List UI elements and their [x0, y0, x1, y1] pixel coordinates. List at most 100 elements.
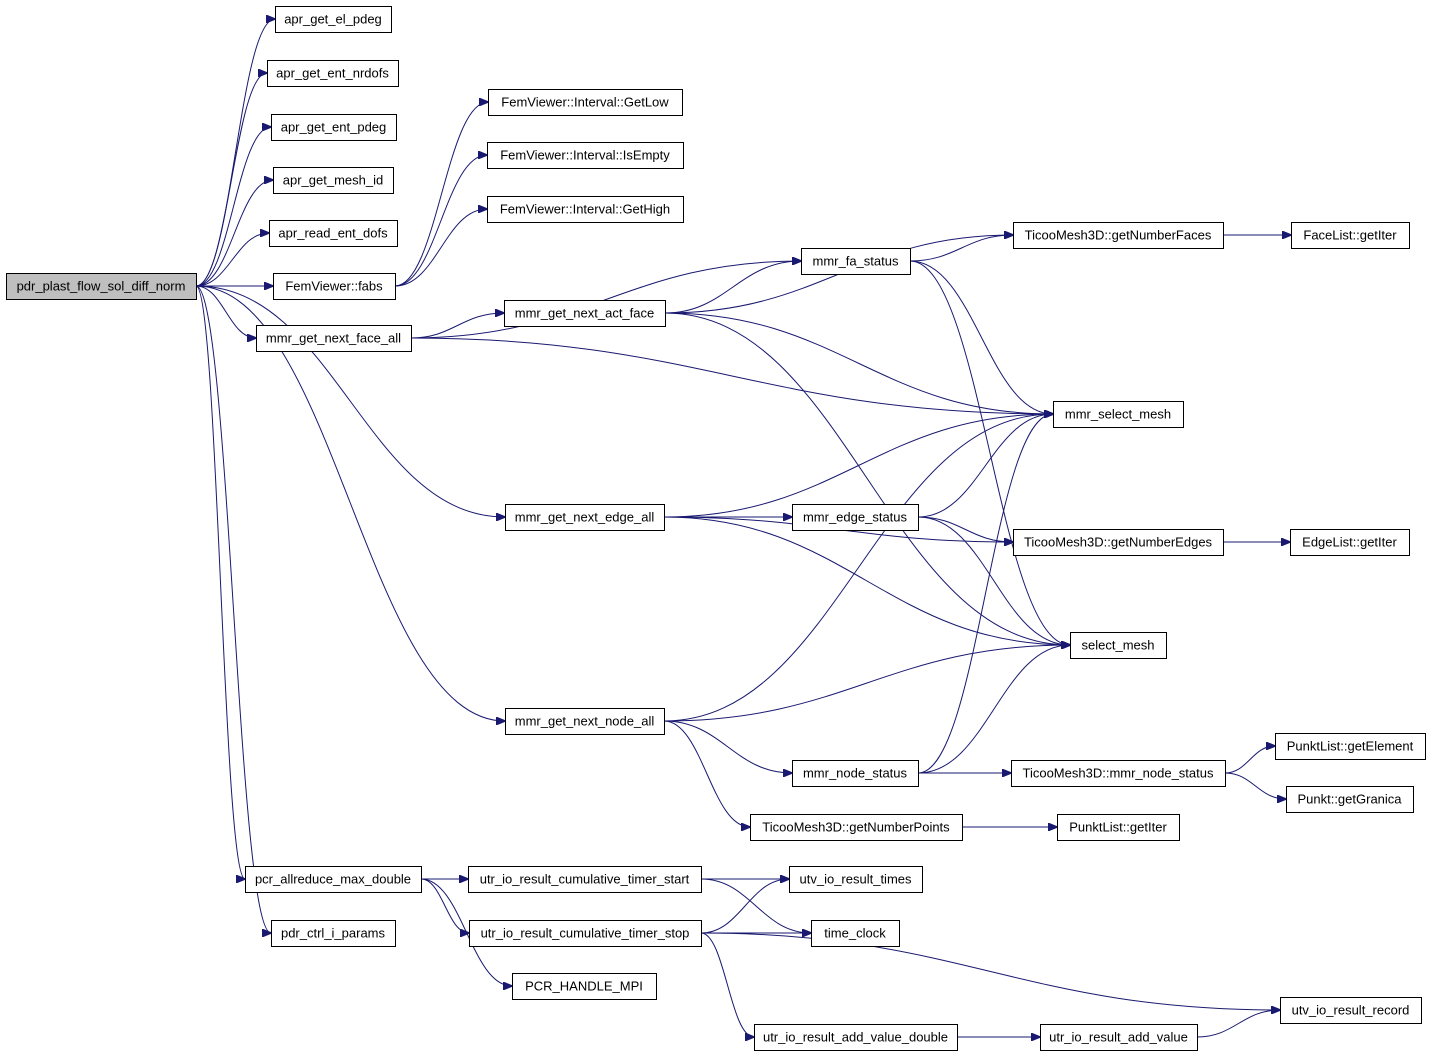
node-box [488, 89, 683, 116]
node-box [275, 6, 392, 33]
function-node-pdr-ctrl-i-params[interactable]: pdr_ctrl_i_params [271, 920, 396, 947]
edge-mmr_get_next_node_all-to-mmr_node_status [663, 720, 792, 773]
function-node-pcr-handle-mpi[interactable]: PCR_HANDLE_MPI [512, 973, 657, 1000]
edge-femviewer_fabs-to-femviewer_gethigh [394, 209, 487, 287]
node-label: EdgeList::getIter [1302, 535, 1397, 550]
edge-pcr_allreduce_max_double-to-pcr_handle_mpi [420, 878, 512, 986]
node-box [750, 814, 963, 841]
edge-pcr_allreduce_max_double-to-utr_timer_stop [420, 878, 469, 933]
node-box [1053, 401, 1184, 428]
edge-root-to-pdr_ctrl_i_params [195, 285, 271, 933]
function-node-mmr-get-next-edge-all[interactable]: mmr_get_next_edge_all [505, 504, 665, 531]
node-box [1013, 222, 1224, 249]
edge-mmr_get_next_edge_all-to-select_mesh [663, 516, 1070, 645]
function-node-mmr-get-next-act-face[interactable]: mmr_get_next_act_face [504, 300, 666, 327]
function-node-utr-add-value-double[interactable]: utr_io_result_add_value_double [754, 1024, 958, 1051]
node-box [1286, 786, 1414, 813]
node-box [792, 760, 919, 787]
node-label: mmr_get_next_node_all [515, 714, 655, 729]
edge-mmr_get_next_face_all-to-mmr_get_next_act_face [410, 313, 504, 339]
function-node-femviewer-isempty[interactable]: FemViewer::Interval::IsEmpty [487, 142, 684, 169]
function-node-utv-io-result-record[interactable]: utv_io_result_record [1280, 997, 1422, 1024]
edge-mmr_get_next_node_all-to-ticoo_getnumberpoints [663, 720, 750, 827]
function-node-ticoo-getnumberedges[interactable]: TicooMesh3D::getNumberEdges [1013, 529, 1224, 556]
function-node-punktlist-getiter[interactable]: PunktList::getIter [1057, 814, 1180, 841]
function-node-mmr-select-mesh[interactable]: mmr_select_mesh [1053, 401, 1184, 428]
node-box [6, 273, 197, 300]
function-node-punktlist-getelement[interactable]: PunktList::getElement [1275, 733, 1426, 760]
node-box [792, 504, 919, 531]
function-node-mmr-fa-status[interactable]: mmr_fa_status [801, 248, 911, 275]
node-box [269, 220, 398, 247]
edge-mmr_edge_status-to-ticoo_getnumberedges [917, 516, 1013, 542]
node-label: utv_io_result_record [1292, 1003, 1410, 1018]
function-node-ticoo-mmr-node-status[interactable]: TicooMesh3D::mmr_node_status [1011, 760, 1226, 787]
function-node-femviewer-gethigh[interactable]: FemViewer::Interval::GetHigh [487, 196, 684, 223]
node-label: PCR_HANDLE_MPI [525, 979, 643, 994]
node-label: apr_get_el_pdeg [284, 12, 382, 27]
edge-root-to-apr_get_el_pdeg [195, 19, 275, 287]
edge-mmr_get_next_node_all-to-select_mesh [663, 645, 1070, 722]
edge-root-to-apr_get_ent_nrdofs [195, 73, 267, 287]
node-label: Punkt::getGranica [1297, 792, 1402, 807]
function-node-utr-timer-start[interactable]: utr_io_result_cumulative_timer_start [468, 866, 702, 893]
node-label: mmr_get_next_act_face [515, 306, 654, 321]
function-node-apr-get-ent-pdeg[interactable]: apr_get_ent_pdeg [271, 114, 397, 141]
function-node-femviewer-fabs[interactable]: FemViewer::fabs [273, 273, 396, 300]
node-box [1013, 529, 1224, 556]
function-node-ticoo-getnumberpoints[interactable]: TicooMesh3D::getNumberPoints [750, 814, 963, 841]
function-node-utr-add-value[interactable]: utr_io_result_add_value [1040, 1024, 1198, 1051]
edge-mmr_fa_status-to-select_mesh [909, 260, 1070, 645]
node-label: mmr_get_next_edge_all [515, 510, 655, 525]
node-box [505, 708, 665, 735]
function-node-ticoo-getnumberfaces[interactable]: TicooMesh3D::getNumberFaces [1013, 222, 1224, 249]
node-box [504, 300, 666, 327]
function-node-mmr-get-next-node-all[interactable]: mmr_get_next_node_all [505, 708, 665, 735]
node-box [505, 504, 665, 531]
edge-utr_timer_stop-to-utr_add_value_double [700, 932, 754, 1037]
function-node-apr-read-ent-dofs[interactable]: apr_read_ent_dofs [269, 220, 398, 247]
node-label: FemViewer::Interval::IsEmpty [500, 148, 670, 163]
node-label: apr_read_ent_dofs [278, 226, 388, 241]
node-label: TicooMesh3D::getNumberEdges [1024, 535, 1213, 550]
function-node-mmr-get-next-face-all[interactable]: mmr_get_next_face_all [256, 325, 412, 352]
function-node-utv-io-result-times[interactable]: utv_io_result_times [789, 866, 923, 893]
node-label: FemViewer::fabs [285, 279, 383, 294]
node-label: PunktList::getElement [1287, 739, 1414, 754]
node-label: mmr_edge_status [803, 510, 908, 525]
edges-layer [195, 19, 1291, 1038]
node-box [468, 866, 702, 893]
node-label: utr_io_result_cumulative_timer_start [480, 872, 690, 887]
function-node-select-mesh[interactable]: select_mesh [1070, 632, 1167, 659]
function-node-punkt-getgranica[interactable]: Punkt::getGranica [1286, 786, 1414, 813]
function-node-femviewer-getlow[interactable]: FemViewer::Interval::GetLow [488, 89, 683, 116]
edge-root-to-mmr_get_next_face_all [195, 285, 256, 338]
edge-ticoo_mmr_node_status-to-punkt_getgranica [1224, 772, 1286, 799]
edge-femviewer_fabs-to-femviewer_isempty [394, 155, 487, 287]
function-node-facelist-getiter[interactable]: FaceList::getIter [1291, 222, 1410, 249]
function-node-time-clock[interactable]: time_clock [811, 920, 900, 947]
edge-mmr_get_next_act_face-to-mmr_select_mesh [664, 312, 1053, 414]
node-label: utr_io_result_add_value_double [763, 1030, 948, 1045]
node-label: mmr_fa_status [813, 254, 899, 269]
node-box [1040, 1024, 1198, 1051]
root-function-node[interactable]: pdr_plast_flow_sol_diff_norm [6, 273, 197, 300]
edge-mmr_get_next_face_all-to-mmr_select_mesh [410, 337, 1053, 414]
function-node-mmr-node-status[interactable]: mmr_node_status [792, 760, 919, 787]
node-box [789, 866, 923, 893]
node-label: FaceList::getIter [1303, 228, 1397, 243]
node-box [487, 196, 684, 223]
function-node-apr-get-mesh-id[interactable]: apr_get_mesh_id [273, 167, 394, 194]
node-label: FemViewer::Interval::GetLow [501, 95, 669, 110]
edge-mmr_edge_status-to-mmr_select_mesh [917, 414, 1053, 518]
node-box [1290, 529, 1410, 556]
function-node-apr-get-el-pdeg[interactable]: apr_get_el_pdeg [275, 6, 392, 33]
node-label: utr_io_result_add_value [1049, 1030, 1188, 1045]
node-label: utr_io_result_cumulative_timer_stop [481, 926, 690, 941]
function-node-apr-get-ent-nrdofs[interactable]: apr_get_ent_nrdofs [267, 60, 399, 87]
function-node-edgelist-getiter[interactable]: EdgeList::getIter [1290, 529, 1410, 556]
function-node-mmr-edge-status[interactable]: mmr_edge_status [792, 504, 919, 531]
function-node-pcr-allreduce-max-double[interactable]: pcr_allreduce_max_double [245, 866, 422, 893]
edge-utr_add_value-to-utv_io_result_record [1196, 1010, 1280, 1038]
function-node-utr-timer-stop[interactable]: utr_io_result_cumulative_timer_stop [469, 920, 702, 947]
